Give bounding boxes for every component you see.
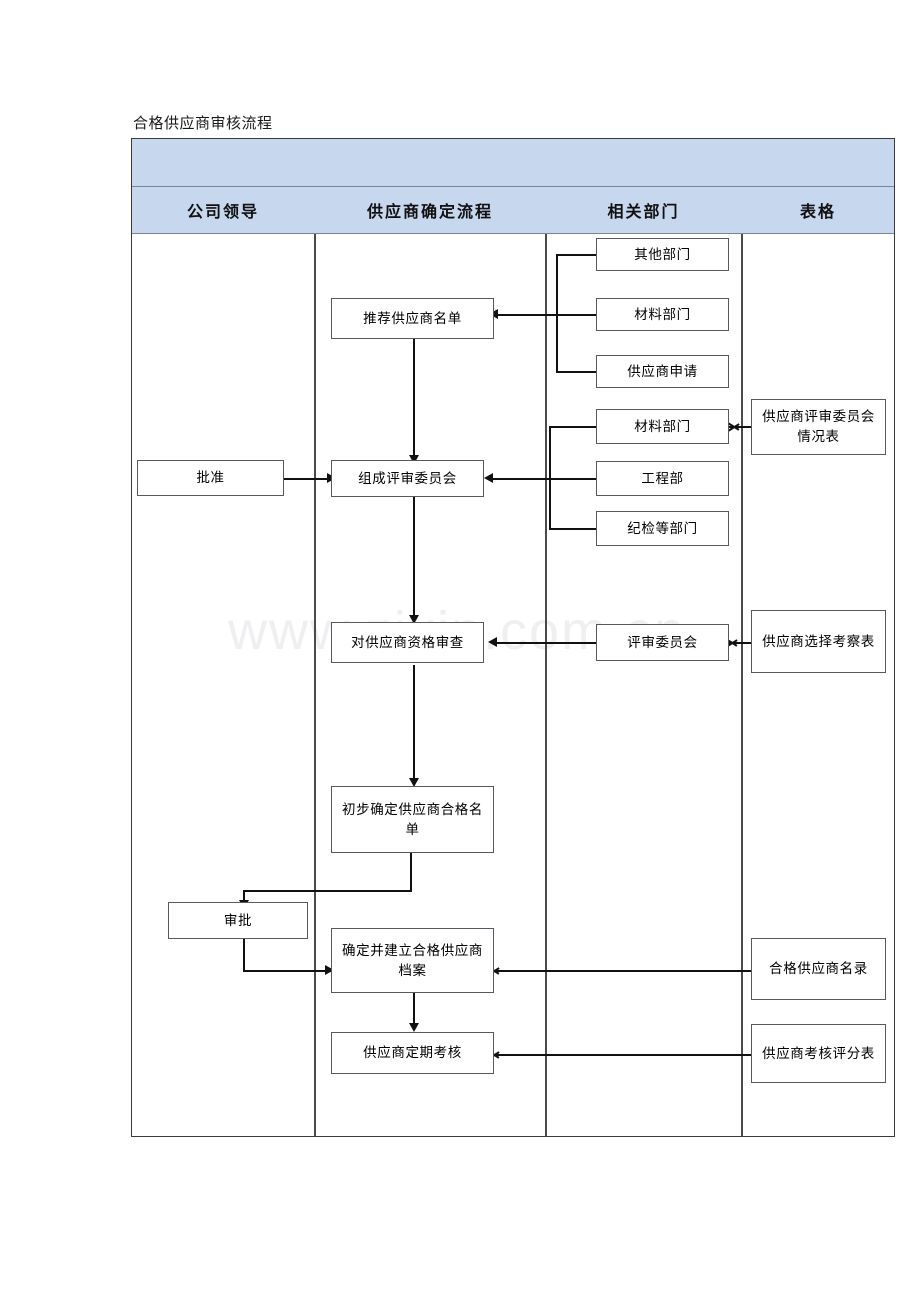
node-supplier-application[interactable]: 供应商申请	[596, 355, 729, 388]
arrowhead-to-periodic-assessment	[409, 1023, 419, 1032]
arrowhead-to-form-committee	[409, 455, 419, 464]
node-supplier-assessment-form[interactable]: 供应商考核评分表	[751, 1024, 886, 1083]
node-committee-situation-form[interactable]: 供应商评审委员会情况表	[751, 399, 886, 455]
link-recommend-to-committee	[413, 339, 415, 459]
node-discipline-department[interactable]: 纪检等部门	[596, 511, 729, 546]
link-material-mid-stub	[549, 426, 596, 428]
link-preliminary-down	[410, 853, 412, 891]
link-preliminary-to-shenpi	[243, 890, 245, 904]
node-engineering-department[interactable]: 工程部	[596, 461, 729, 496]
node-supplier-selection-form[interactable]: 供应商选择考察表	[751, 610, 886, 673]
link-supplier-app-stub	[556, 371, 596, 373]
link-archive-to-assessment	[413, 993, 415, 1027]
node-recommend-supplier-list[interactable]: 推荐供应商名单	[331, 298, 494, 339]
node-qualification-review[interactable]: 对供应商资格审查	[331, 622, 484, 663]
node-approve-pizhun[interactable]: 批准	[137, 460, 284, 496]
column-divider-1	[314, 139, 316, 1136]
link-engineering-stub	[539, 478, 596, 480]
node-preliminary-qualified-list[interactable]: 初步确定供应商合格名单	[331, 786, 494, 853]
link-committee-to-qualification	[413, 497, 415, 619]
link-group-a-bus	[556, 254, 558, 372]
link-committee-form-stub	[741, 426, 756, 428]
node-material-department-mid[interactable]: 材料部门	[596, 409, 729, 444]
arrowhead-shenpi-to-archive	[325, 965, 334, 975]
header-cell-forms: 表格	[799, 202, 836, 221]
link-shenpi-across	[243, 970, 333, 972]
link-other-dept-stub	[556, 254, 596, 256]
link-preliminary-across	[243, 890, 412, 892]
header-cell-supplier-process: 供应商确定流程	[366, 202, 493, 221]
node-establish-supplier-archive[interactable]: 确定并建立合格供应商档案	[331, 928, 494, 993]
header-band-blank	[132, 139, 894, 187]
link-directory-to-archive	[496, 970, 751, 972]
column-divider-2	[545, 139, 547, 1136]
arrowhead-group-b-to-committee	[484, 473, 493, 483]
node-material-department-top[interactable]: 材料部门	[596, 298, 729, 331]
swimlane-table: 公司领导 供应商确定流程 相关部门 表格	[131, 138, 895, 1137]
header-cell-related-departments: 相关部门	[607, 202, 680, 221]
arrowhead-review-committee-to-qualification	[488, 637, 497, 647]
link-review-committee-to-qualification	[496, 642, 596, 644]
link-material-top-stub	[546, 314, 596, 316]
link-group-b-to-committee	[492, 478, 550, 480]
arrowhead-committee-form-to-material	[728, 420, 739, 433]
node-review-committee[interactable]: 评审委员会	[596, 624, 729, 661]
header-cell-company-leader: 公司领导	[186, 202, 259, 221]
link-selection-form-to-review-committee	[729, 642, 751, 644]
node-qualified-supplier-directory[interactable]: 合格供应商名录	[751, 938, 886, 1000]
link-assessment-form-to-assessment	[496, 1054, 751, 1056]
arrowhead-to-preliminary-list	[409, 778, 419, 787]
node-form-review-committee[interactable]: 组成评审委员会	[331, 460, 484, 497]
link-group-b-bus	[549, 426, 551, 529]
node-periodic-supplier-assessment[interactable]: 供应商定期考核	[331, 1032, 494, 1074]
link-shenpi-down	[243, 939, 245, 971]
link-discipline-stub	[549, 528, 596, 530]
node-other-department[interactable]: 其他部门	[596, 238, 729, 271]
link-qualification-to-preliminary	[413, 665, 415, 782]
header-band-titles: 公司领导 供应商确定流程 相关部门 表格	[132, 187, 894, 234]
link-group-a-to-recommend	[497, 314, 557, 316]
column-divider-3	[741, 139, 743, 1136]
link-pizhun-to-committee	[284, 478, 331, 480]
page-title: 合格供应商审核流程	[133, 114, 273, 132]
arrowhead-to-qualification-review	[409, 615, 419, 624]
node-approve-shenpi[interactable]: 审批	[168, 902, 308, 939]
